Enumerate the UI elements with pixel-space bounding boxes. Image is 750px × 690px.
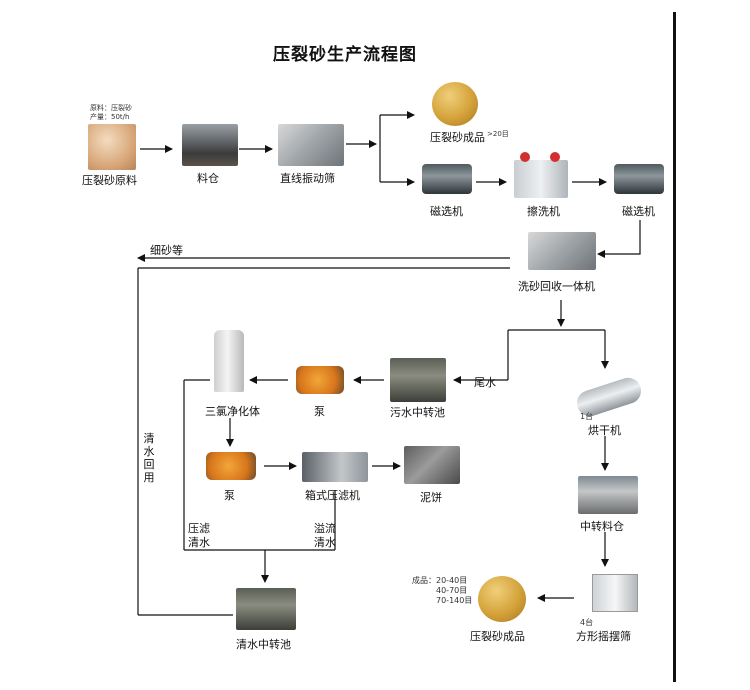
- scrubber-motor-icon-right: [550, 152, 560, 162]
- recycle-label: 清水回用: [143, 432, 155, 484]
- product-top-mesh: >20目: [487, 130, 509, 138]
- pump2-image: [206, 452, 256, 480]
- mag1-image: [422, 164, 472, 194]
- clear-pond-image: [236, 588, 296, 630]
- square-screen-label: 方形摇摆筛: [576, 630, 631, 643]
- clear-pond-label: 清水中转池: [236, 638, 291, 651]
- mag1-label: 磁选机: [430, 205, 463, 218]
- scrubber-motor-icon-left: [520, 152, 530, 162]
- mud-cake-label: 泥饼: [420, 491, 442, 504]
- bin-image: [182, 124, 238, 166]
- tail-water-label: 尾水: [474, 376, 496, 389]
- square-screen-image: [592, 574, 638, 612]
- page-border-bar: [673, 12, 676, 682]
- flocc-label: 三氯净化体: [205, 405, 260, 418]
- washer-image: [528, 232, 596, 270]
- bin-label: 料仓: [197, 172, 219, 185]
- pump2-label: 泵: [224, 489, 235, 502]
- page-title: 压裂砂生产流程图: [273, 45, 417, 65]
- press-water-label: 压滤 清水: [188, 522, 210, 549]
- product-bottom-image: [478, 576, 526, 622]
- product-grade-3: 70-140目: [436, 596, 473, 605]
- product-top-label: 压裂砂成品: [430, 131, 485, 144]
- mud-cake-image: [404, 446, 460, 484]
- pump1-image: [296, 366, 344, 394]
- overflow-water-label: 溢流 清水: [314, 522, 336, 549]
- arrow-mag2-to-washer: [597, 220, 641, 258]
- raw-label: 压裂砂原料: [82, 174, 137, 187]
- filter-press-image: [302, 452, 368, 482]
- raw-spec-material: 原料：压裂砂: [90, 104, 132, 112]
- square-screen-count: 4台: [580, 618, 594, 627]
- filter-press-label: 箱式压滤机: [305, 489, 360, 502]
- scrubber-label: 擦洗机: [527, 205, 560, 218]
- product-grade-1: 20-40目: [436, 576, 468, 585]
- dryer-count: 1台: [580, 412, 594, 421]
- linear-screen-image: [278, 124, 344, 166]
- flocc-silo-image: [214, 330, 244, 392]
- washer-label: 洗砂回收一体机: [518, 280, 595, 293]
- mag2-label: 磁选机: [622, 205, 655, 218]
- transfer-bin-label: 中转料仓: [580, 520, 624, 533]
- raw-spec-output: 产量：50t/h: [90, 113, 130, 121]
- raw-sand-image: [88, 124, 136, 170]
- transfer-bin-image: [578, 476, 638, 514]
- mag2-image: [614, 164, 664, 194]
- sewage-pond-label: 污水中转池: [390, 406, 445, 419]
- product-top-image: [432, 82, 478, 126]
- sewage-pond-image: [390, 358, 446, 402]
- linear-screen-label: 直线振动筛: [280, 172, 335, 185]
- product-bottom-label: 压裂砂成品: [470, 630, 525, 643]
- dryer-label: 烘干机: [588, 424, 621, 437]
- scrubber-image: [514, 160, 568, 198]
- pump1-label: 泵: [314, 405, 325, 418]
- product-grade-2: 40-70目: [436, 586, 468, 595]
- fine-sand-label: 细砂等: [150, 244, 183, 257]
- product-grades-head: 成品：: [412, 576, 436, 585]
